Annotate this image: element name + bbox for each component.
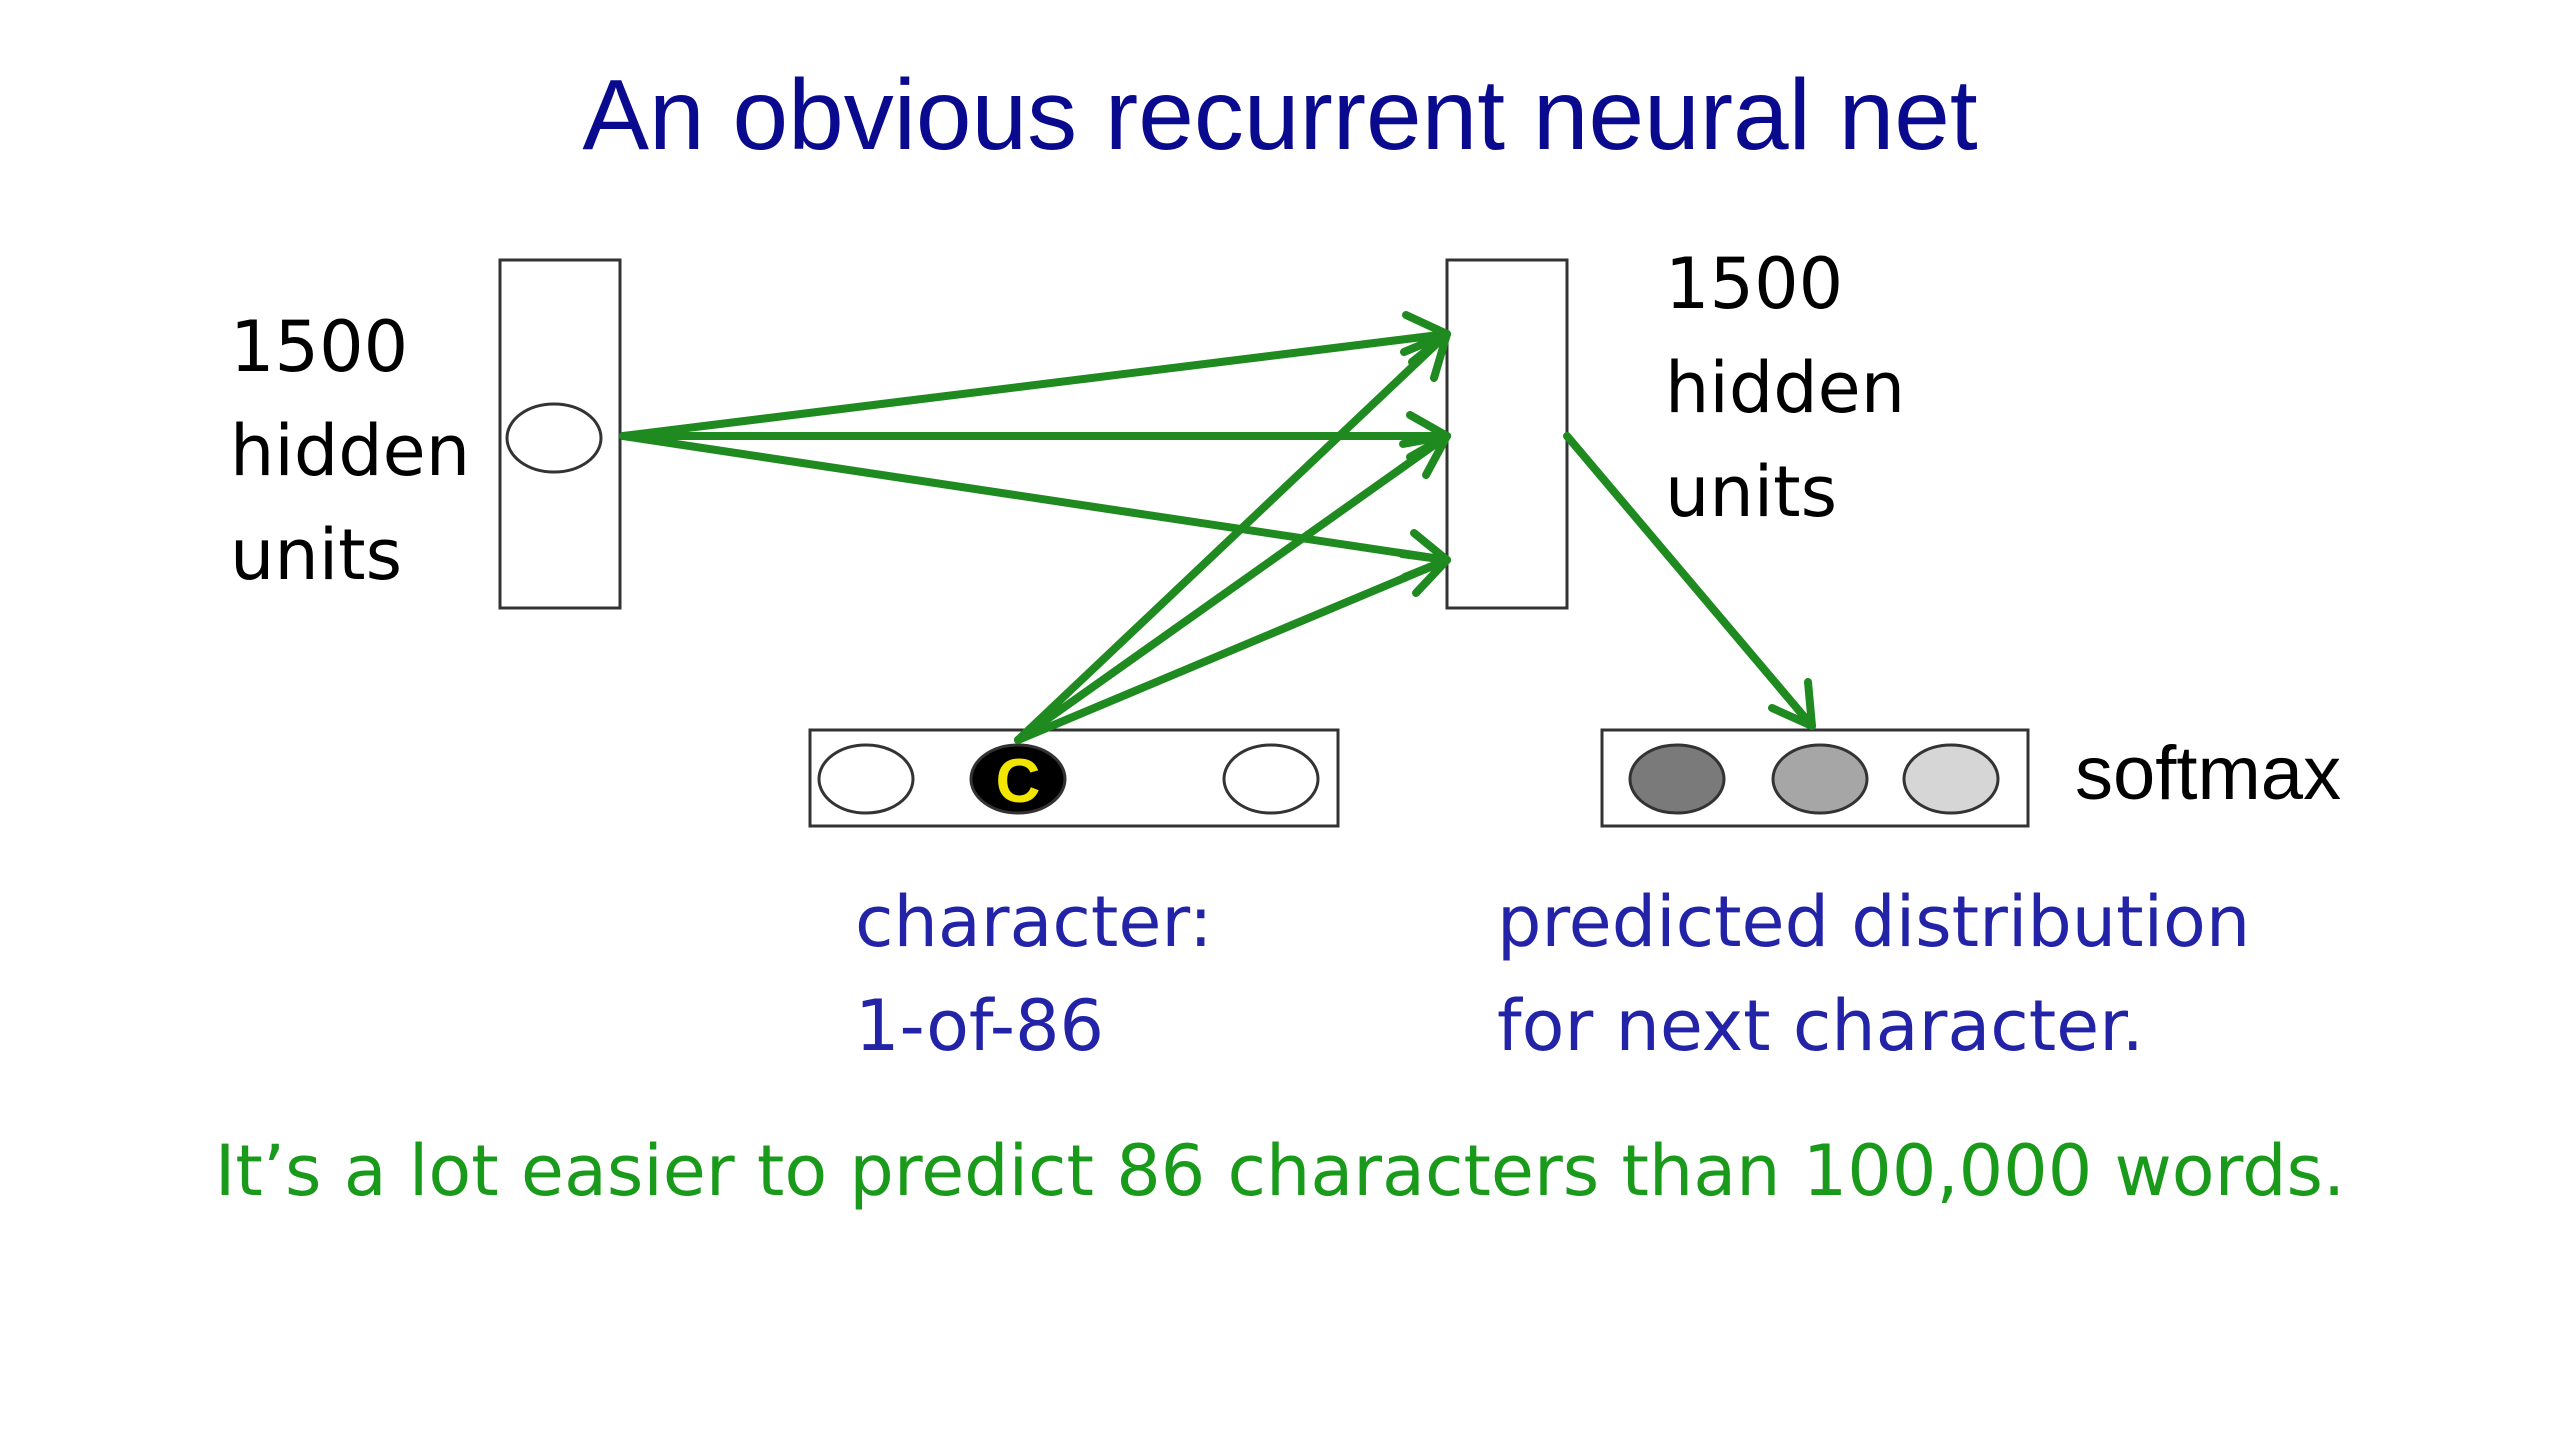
softmax-label: softmax [2075, 731, 2342, 816]
arrow-in-to-h-bottom [1014, 556, 1451, 744]
active-char-letter: C [996, 747, 1041, 816]
softmax-unit-2 [1771, 743, 1869, 815]
input-unit-1 [817, 743, 915, 815]
right-hidden-box [1445, 258, 1569, 610]
arrowhead-in-to-h-bottom [1398, 550, 1451, 597]
recurrent-arrows [619, 311, 1451, 581]
arrow-h-to-h-top [619, 330, 1451, 440]
left-hidden-line2: hidden [230, 410, 471, 492]
input-arrows [1014, 330, 1451, 744]
arrow-in-to-h-top [1014, 330, 1451, 744]
left-hidden-count: 1500 [230, 306, 409, 388]
arrowhead-h-to-softmax [1768, 678, 1816, 730]
slide-title: An obvious recurrent neural net [582, 59, 1978, 171]
arrowhead-in-to-h-mid [1399, 432, 1451, 479]
output-label-line2: for next character. [1497, 985, 2144, 1067]
arrow-in-to-h-mid [1014, 432, 1451, 744]
right-hidden-line2: hidden [1665, 347, 1906, 429]
softmax-unit-3 [1902, 743, 2000, 815]
left-hidden-unit [505, 402, 603, 474]
input-unit-active [969, 743, 1067, 815]
input-label-line1: character: [855, 881, 1213, 963]
arrow-h-to-softmax [1563, 432, 1816, 730]
input-unit-3 [1222, 743, 1320, 815]
right-hidden-label: 1500 hidden units [1665, 232, 1905, 544]
input-label-line2: 1-of-86 [855, 985, 1105, 1067]
right-hidden-line3: units [1665, 451, 1838, 533]
caption: It’s a lot easier to predict 86 characte… [214, 1130, 2346, 1212]
arrow-h-to-h-bottom [619, 432, 1451, 564]
output-label-line1: predicted distribution [1497, 881, 2251, 963]
arrowhead-in-to-h-top [1400, 330, 1451, 382]
softmax-unit-1 [1628, 743, 1726, 815]
left-hidden-label: 1500 hidden units [230, 295, 470, 607]
output-arrow-group [1563, 432, 1816, 730]
output-label: predicted distribution for next characte… [1497, 870, 2250, 1078]
input-label: character: 1-of-86 [855, 870, 1213, 1078]
right-hidden-count: 1500 [1665, 243, 1844, 325]
left-hidden-line3: units [230, 514, 403, 596]
